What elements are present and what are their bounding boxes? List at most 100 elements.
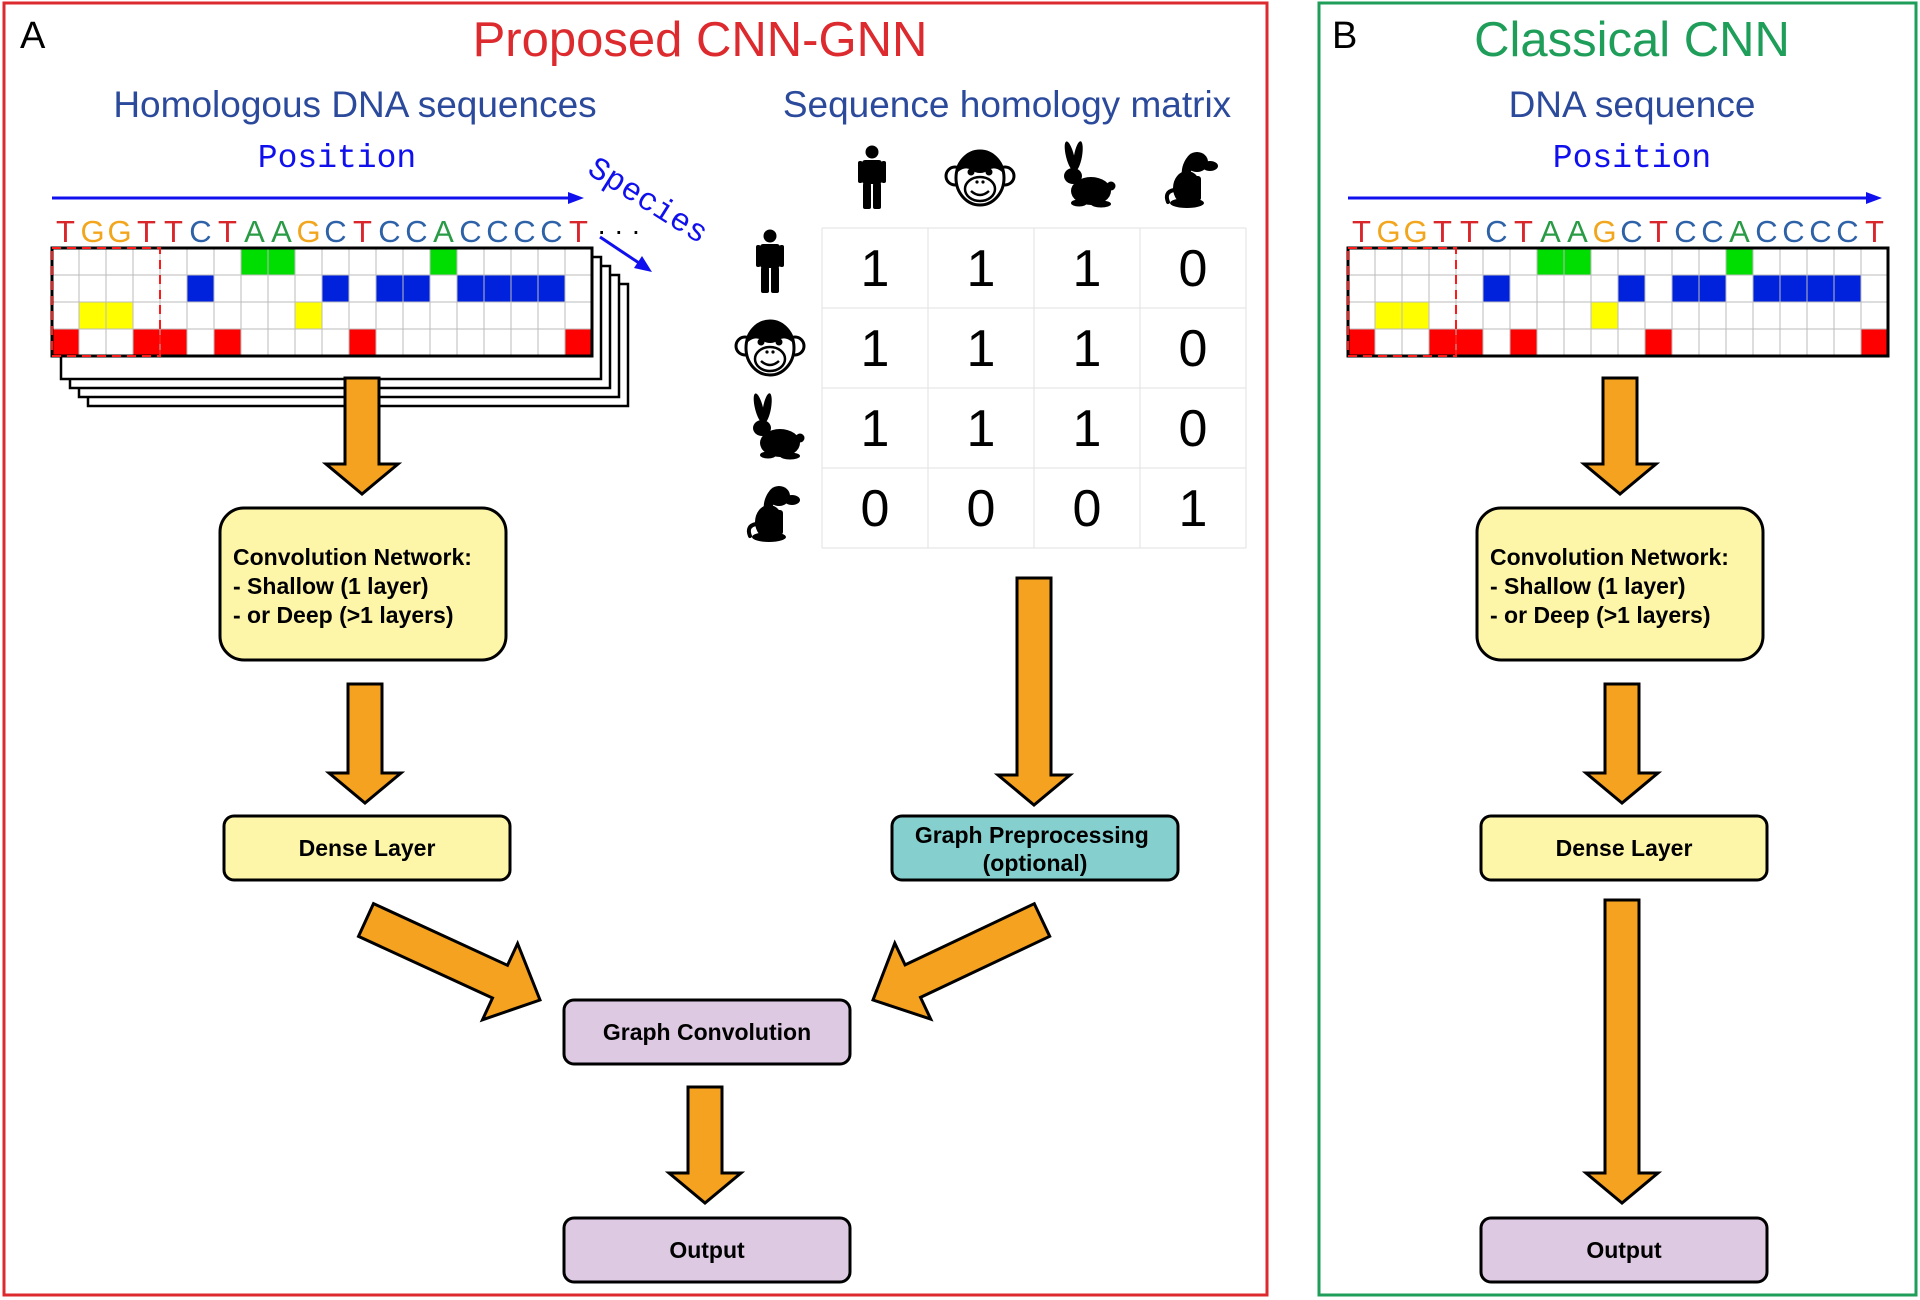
one-hot-cell — [1429, 329, 1456, 356]
position-arrowhead-a — [568, 192, 584, 204]
matrix-cell-value: 0 — [1179, 240, 1208, 298]
one-hot-cell — [1834, 275, 1861, 302]
one-hot-cell — [457, 275, 484, 302]
output-box-b — [1479, 1216, 1769, 1284]
base-letter: G — [1403, 214, 1427, 249]
one-hot-cell — [403, 275, 430, 302]
arrow-dense-to-graph-conv — [356, 901, 542, 1023]
arrow-to-dense-b — [1581, 682, 1663, 805]
one-hot-grid-b — [1346, 246, 1890, 358]
one-hot-cell — [1618, 275, 1645, 302]
base-letter: A — [1567, 214, 1588, 249]
one-hot-cell — [133, 329, 160, 356]
homologous-sequences-title: Homologous DNA sequences — [113, 84, 596, 125]
base-letter: T — [1865, 214, 1884, 249]
one-hot-cell — [52, 329, 79, 356]
base-letter: T — [353, 214, 372, 249]
conv-filter-window — [1347, 247, 1457, 357]
base-letter: C — [1620, 214, 1642, 249]
panel-a-border — [2, 1, 1269, 1297]
position-arrowhead-b — [1866, 192, 1882, 204]
one-hot-cell — [1753, 275, 1780, 302]
matrix-column-headers — [858, 140, 1220, 210]
one-hot-cell — [1780, 275, 1807, 302]
conv-network-box-b — [1475, 506, 1765, 662]
conv-network-text-b: Convolution Network: - Shallow (1 layer)… — [1490, 544, 1735, 628]
arrow-to-dense-a — [324, 682, 406, 805]
one-hot-cell — [1348, 329, 1375, 356]
arrow-to-conv-a — [321, 376, 403, 496]
dense-layer-label-a: Dense Layer — [299, 835, 436, 861]
one-hot-cell — [1510, 329, 1537, 356]
base-letter: C — [1485, 214, 1507, 249]
matrix-cell-value: 0 — [967, 480, 996, 538]
panel-b-border — [1317, 1, 1918, 1297]
rabbit-icon — [751, 392, 805, 460]
matrix-cell-value: 0 — [1179, 320, 1208, 378]
matrix-cell-value: 1 — [1073, 240, 1102, 298]
base-letter: A — [271, 214, 292, 249]
base-letter: C — [459, 214, 481, 249]
one-hot-cell — [1726, 248, 1753, 275]
one-hot-cell — [79, 302, 106, 329]
dense-layer-box-b — [1479, 814, 1769, 882]
conv-filter-window — [51, 247, 161, 357]
dog-icon — [1164, 150, 1220, 210]
one-hot-cell — [1402, 302, 1429, 329]
base-letter: G — [1376, 214, 1400, 249]
graph-convolution-label: Graph Convolution — [603, 1019, 811, 1045]
conv-line-2: - Shallow (1 layer) — [233, 573, 429, 599]
arrow-to-graph-pre — [993, 576, 1075, 807]
matrix-cell-value: 1 — [861, 400, 890, 458]
base-letter: A — [244, 214, 265, 249]
base-letter: T — [137, 214, 156, 249]
base-letter: T — [1514, 214, 1533, 249]
graph-convolution-box — [562, 998, 852, 1066]
panel-a-letter: A — [20, 15, 46, 57]
one-hot-cell — [160, 329, 187, 356]
conv-network-box-a — [218, 506, 508, 662]
dense-layer-box-a — [222, 814, 512, 882]
one-hot-cell — [106, 302, 133, 329]
base-letter: C — [513, 214, 535, 249]
one-hot-cell — [214, 329, 241, 356]
position-label-b: Position — [1553, 140, 1711, 177]
base-letter: C — [1809, 214, 1831, 249]
one-hot-cell — [1699, 275, 1726, 302]
one-hot-cell — [1672, 275, 1699, 302]
base-letter: C — [540, 214, 562, 249]
species-arrowhead — [634, 256, 652, 272]
human-icon — [858, 145, 886, 209]
one-hot-cell — [1807, 275, 1834, 302]
base-letter: C — [1836, 214, 1858, 249]
one-hot-cell — [1483, 275, 1510, 302]
arrow-to-output-b — [1581, 898, 1663, 1205]
base-letter: T — [1433, 214, 1452, 249]
matrix-cell-value: 0 — [1073, 480, 1102, 538]
base-letter: T — [1352, 214, 1371, 249]
base-letter: C — [1782, 214, 1804, 249]
conv-line-3-b: - or Deep (>1 layers) — [1490, 602, 1711, 628]
monkey-icon — [734, 319, 806, 377]
graph-preprocessing-text: Graph Preprocessing (optional) — [915, 822, 1155, 876]
panel-b-letter: B — [1332, 15, 1357, 57]
matrix-cell-value: 1 — [1073, 320, 1102, 378]
arrow-to-conv-b — [1579, 376, 1661, 496]
one-hot-cell — [1537, 248, 1564, 275]
one-hot-grid-a — [50, 246, 594, 358]
base-letter: C — [1755, 214, 1777, 249]
one-hot-cell — [1564, 248, 1591, 275]
dog-icon — [746, 484, 802, 544]
conv-line-2-b: - Shallow (1 layer) — [1490, 573, 1686, 599]
base-letter: T — [164, 214, 183, 249]
graph-pre-line-2: (optional) — [983, 850, 1088, 876]
base-letter: T — [1460, 214, 1479, 249]
base-letter: A — [1729, 214, 1750, 249]
base-letter: C — [189, 214, 211, 249]
dna-sequence-title: DNA sequence — [1509, 84, 1756, 125]
one-hot-cell — [1375, 302, 1402, 329]
one-hot-cell — [1861, 329, 1888, 356]
